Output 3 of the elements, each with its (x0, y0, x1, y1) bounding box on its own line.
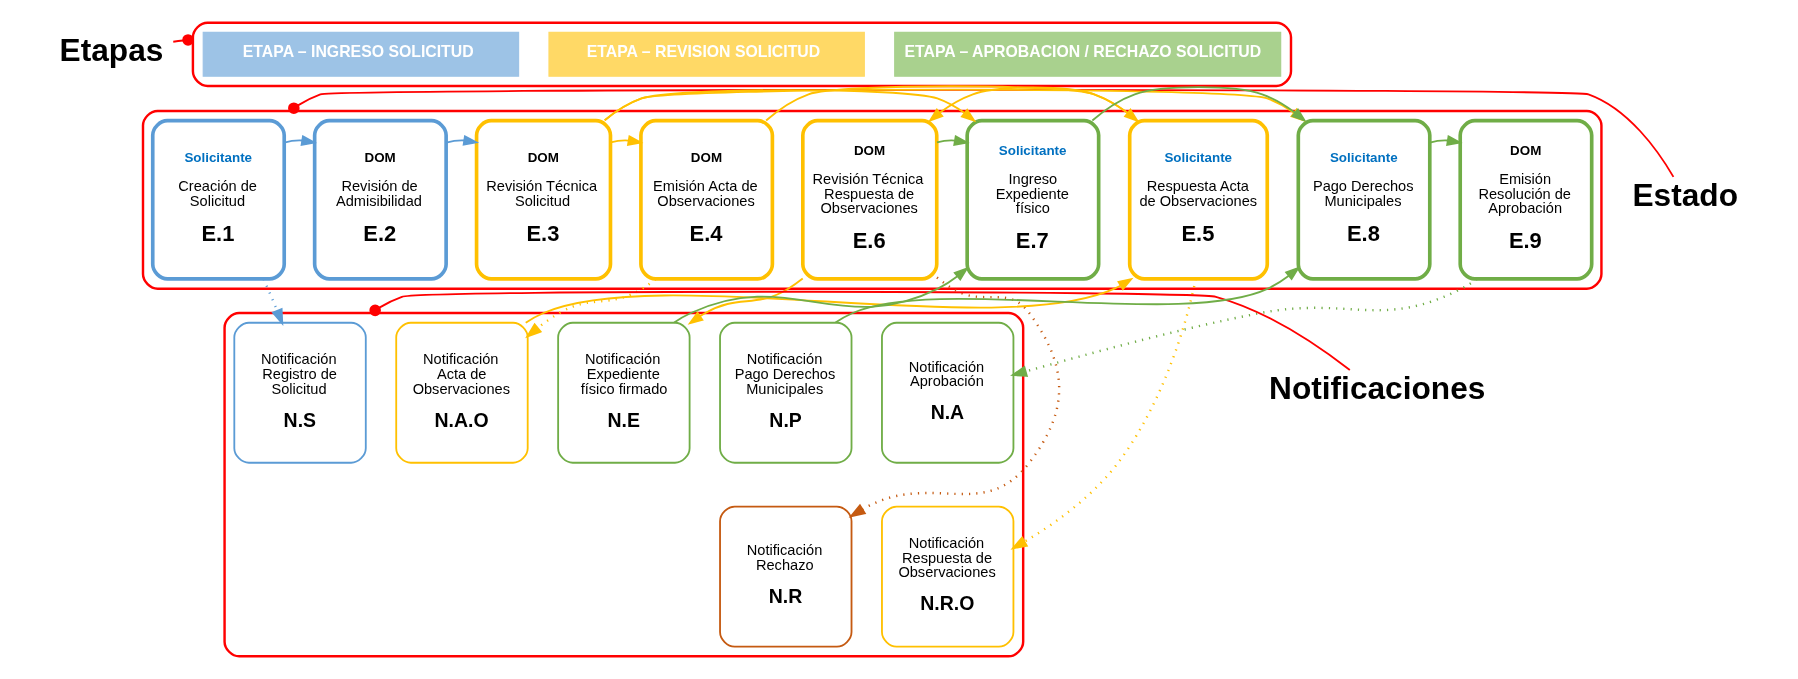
node-text: Notificaciones (1269, 370, 1486, 407)
node-text: Etapas (59, 31, 164, 68)
node-text: Estado (1632, 177, 1738, 214)
